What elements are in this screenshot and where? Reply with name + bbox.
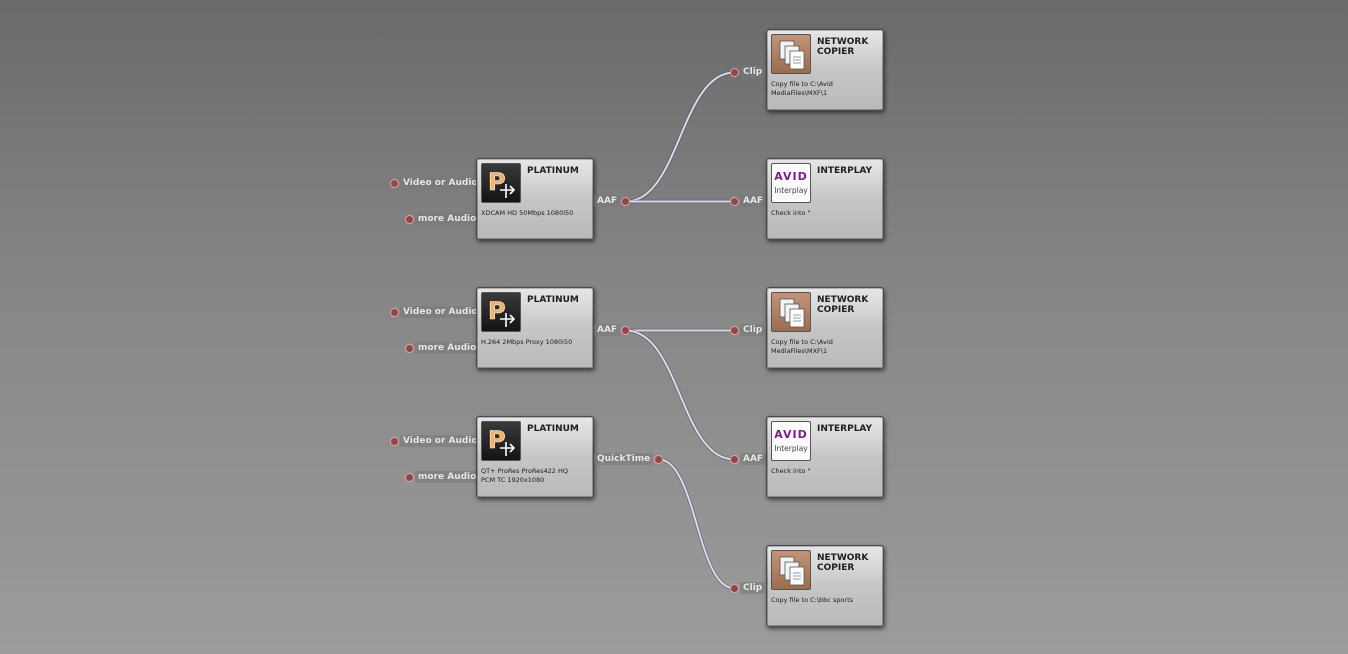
node-title: PLATINUM [527,295,579,305]
platinum-icon: P [481,163,521,203]
avid-interplay-icon: AVID Interplay [771,421,811,461]
node-description: Check into " [771,209,811,217]
node-title: INTERPLAY [817,424,873,434]
output-port-dot[interactable] [621,197,631,206]
interplay-logo-text: Interplay [774,186,808,195]
network-copier-node[interactable]: NETWORK COPIER Copy file to C:\Avid Medi… [766,29,884,111]
network-copier-icon [771,550,811,590]
interplay-node[interactable]: AVID Interplay INTERPLAY Check into " [766,416,884,498]
port-clip-in[interactable]: Clip [730,582,766,594]
input-port-dot[interactable] [405,344,414,353]
node-description: H.264 2Mbps Proxy 1080i50 [481,338,573,346]
node-description: Copy file to C:\Avid MediaFiles\MXF\1 [771,338,833,355]
node-description: Copy file to C:\Avid MediaFiles\MXF\1 [771,80,833,97]
port-clip-in[interactable]: Clip [730,324,766,336]
network-copier-icon [771,34,811,74]
platinum-node[interactable]: P PLATINUM XDCAM HD 50Mbps 1080i50 [476,158,594,240]
port-label: more Audio [415,213,480,225]
port-video-or-audio[interactable]: Video or Audio [390,435,481,447]
network-copier-icon [771,292,811,332]
interplay-logo-text: Interplay [774,444,808,453]
port-aaf-in[interactable]: AAF [730,195,767,207]
svg-text:P: P [488,297,506,325]
network-copier-node[interactable]: NETWORK COPIER Copy file to C:\Avid Medi… [766,287,884,369]
port-aaf-out[interactable]: AAF [594,195,631,207]
avid-logo-text: AVID [774,428,808,441]
port-more-audio[interactable]: more Audio [405,342,480,354]
input-port-dot[interactable] [390,308,399,317]
platinum-icon: P [481,421,521,461]
svg-text:P: P [488,168,506,196]
node-description: Copy file to C:\bbc sports [771,596,854,604]
input-port-dot[interactable] [730,326,739,335]
port-video-or-audio[interactable]: Video or Audio [390,306,481,318]
port-label: QuickTime [594,453,654,465]
output-port-dot[interactable] [621,326,631,335]
port-label: Clip [740,582,766,594]
port-label: Video or Audio [400,435,481,447]
output-port-dot[interactable] [654,455,664,464]
node-description: QT+ ProRes ProRes422 HQ PCM TC 1920x1080 [481,467,568,484]
input-port-dot[interactable] [405,215,414,224]
port-label: Video or Audio [400,306,481,318]
port-more-audio[interactable]: more Audio [405,213,480,225]
port-aaf-in[interactable]: AAF [730,453,767,465]
port-video-or-audio[interactable]: Video or Audio [390,177,481,189]
port-quicktime-out[interactable]: QuickTime [594,453,664,465]
network-copier-node[interactable]: NETWORK COPIER Copy file to C:\bbc sport… [766,545,884,627]
node-title: PLATINUM [527,424,579,434]
port-label: Clip [740,66,766,78]
port-label: more Audio [415,471,480,483]
svg-text:P: P [488,426,506,454]
platinum-node[interactable]: P PLATINUM QT+ ProRes ProRes422 HQ PCM T… [476,416,594,498]
input-port-dot[interactable] [730,68,739,77]
platinum-node[interactable]: P PLATINUM H.264 2Mbps Proxy 1080i50 [476,287,594,369]
node-title: PLATINUM [527,166,579,176]
port-clip-in[interactable]: Clip [730,66,766,78]
node-title: INTERPLAY [817,166,873,176]
input-port-dot[interactable] [390,437,399,446]
connection-wire[interactable] [625,71,735,203]
node-description: XDCAM HD 50Mbps 1080i50 [481,209,574,217]
interplay-node[interactable]: AVID Interplay INTERPLAY Check into " [766,158,884,240]
avid-interplay-icon: AVID Interplay [771,163,811,203]
port-label: Video or Audio [400,177,481,189]
platinum-icon: P [481,292,521,332]
node-title: NETWORK COPIER [817,553,869,573]
input-port-dot[interactable] [730,197,739,206]
port-label: AAF [594,195,621,207]
port-aaf-out[interactable]: AAF [594,324,631,336]
avid-logo-text: AVID [774,170,808,183]
input-port-dot[interactable] [730,584,739,593]
connection-wire[interactable] [658,458,735,590]
node-title: NETWORK COPIER [817,37,869,57]
port-label: more Audio [415,342,480,354]
port-label: AAF [740,453,767,465]
input-port-dot[interactable] [390,179,399,188]
connection-wire[interactable] [625,329,735,461]
input-port-dot[interactable] [730,455,739,464]
port-more-audio[interactable]: more Audio [405,471,480,483]
node-title: NETWORK COPIER [817,295,869,315]
node-description: Check into " [771,467,811,475]
port-label: AAF [594,324,621,336]
port-label: Clip [740,324,766,336]
input-port-dot[interactable] [405,473,414,482]
port-label: AAF [740,195,767,207]
